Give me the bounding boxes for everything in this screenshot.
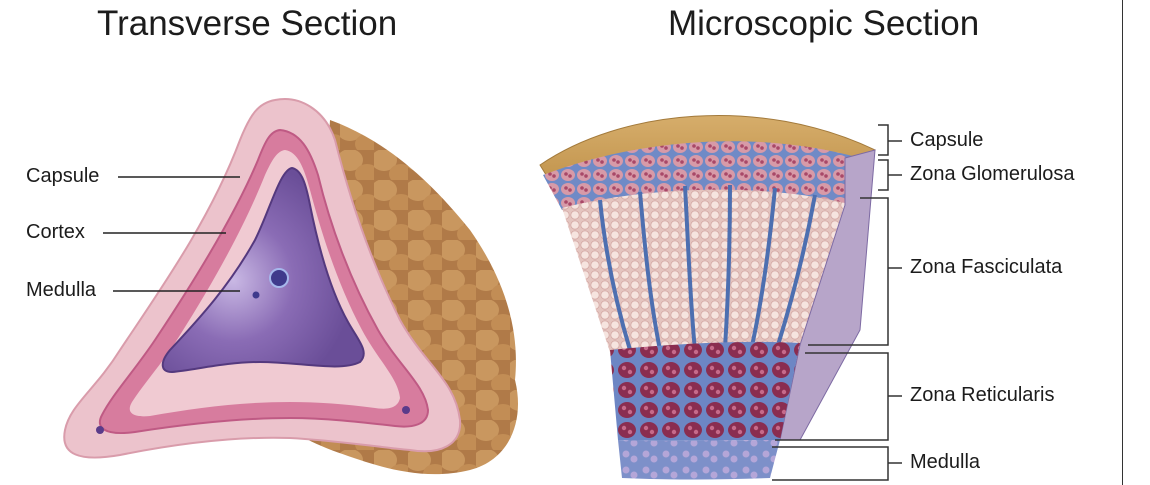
glomerulosa-bracket [878, 160, 888, 190]
micro-zona-glomerulosa-label: Zona Glomerulosa [910, 163, 1075, 186]
micro-medulla-label: Medulla [910, 451, 980, 474]
micro-zona-reticularis-label: Zona Reticularis [910, 384, 1055, 407]
medulla-layer [618, 440, 780, 480]
medulla-bracket [772, 447, 888, 480]
small-vessel [253, 292, 260, 299]
central-vein [270, 269, 288, 287]
capsule-bracket [878, 125, 888, 155]
right-border-line [1122, 0, 1123, 485]
transverse-medulla-label: Medulla [26, 279, 96, 302]
transverse-section-drawing [64, 99, 518, 474]
transverse-capsule-label: Capsule [26, 165, 99, 188]
microscopic-section-drawing [540, 115, 875, 479]
transverse-cortex-label: Cortex [26, 221, 85, 244]
small-vessel [96, 426, 104, 434]
micro-capsule-label: Capsule [910, 129, 983, 152]
small-vessel [402, 406, 410, 414]
zona-fasciculata-layer [562, 190, 845, 352]
zona-reticularis-layer [610, 342, 800, 441]
micro-zona-fasciculata-label: Zona Fasciculata [910, 256, 1062, 279]
